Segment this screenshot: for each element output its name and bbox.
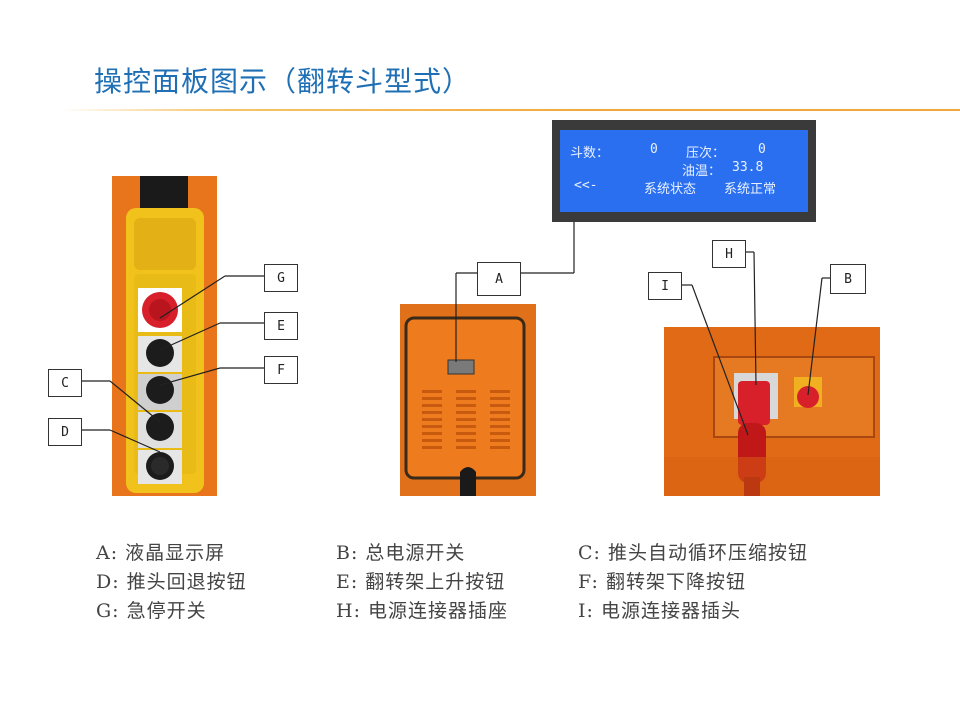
lcd-status-label: 系统状态	[644, 182, 697, 197]
lcd-bucket-value: 0	[650, 142, 658, 157]
lcd-press-label: 压次：	[686, 146, 726, 161]
legend-item-i: I: 电源连接器插头	[578, 600, 741, 622]
callout-e: E	[264, 312, 298, 340]
legend-item-d: D: 推头回退按钮	[96, 571, 247, 593]
control-box-photo	[400, 304, 536, 496]
lcd-oil-temp-label: 油温：	[682, 164, 722, 179]
legend-item-h: H: 电源连接器插座	[336, 600, 509, 622]
legend-row: G: 急停开关 H: 电源连接器插座 I: 电源连接器插头	[96, 596, 916, 625]
lcd-press-value: 0	[758, 142, 766, 157]
callout-g: G	[264, 264, 298, 292]
callout-h: H	[712, 240, 746, 268]
legend-row: A: 液晶显示屏 B: 总电源开关 C: 推头自动循环压缩按钮	[96, 538, 916, 567]
callout-a: A	[477, 262, 521, 296]
legend-item-a: A: 液晶显示屏	[96, 542, 226, 564]
legend-item-g: G: 急停开关	[96, 600, 207, 622]
legend-row: D: 推头回退按钮 E: 翻转架上升按钮 F: 翻转架下降按钮	[96, 567, 916, 596]
lcd-screen: 斗数： 0 压次： 0 油温： 33.8 <<- 系统状态 系统正常	[560, 130, 808, 212]
lcd-status-value: 系统正常	[724, 182, 777, 197]
lcd-bucket-label: 斗数：	[570, 146, 610, 161]
callout-i: I	[648, 272, 682, 300]
legend-item-b: B: 总电源开关	[336, 542, 466, 564]
callout-d: D	[48, 418, 82, 446]
pendant-photo	[112, 176, 217, 496]
lcd-display: 斗数： 0 压次： 0 油温： 33.8 <<- 系统状态 系统正常	[552, 120, 816, 222]
callout-f: F	[264, 356, 298, 384]
legend-item-f: F: 翻转架下降按钮	[578, 571, 746, 593]
lcd-oil-temp-value: 33.8	[732, 160, 764, 175]
title-divider	[60, 109, 960, 111]
legend-item-c: C: 推头自动循环压缩按钮	[578, 542, 808, 564]
power-connector-photo	[664, 327, 880, 496]
callout-b: B	[830, 264, 866, 294]
legend-item-e: E: 翻转架上升按钮	[336, 571, 506, 593]
legend: A: 液晶显示屏 B: 总电源开关 C: 推头自动循环压缩按钮 D: 推头回退按…	[96, 538, 916, 625]
page-title: 操控面板图示（翻转斗型式）	[94, 65, 472, 98]
lcd-back-arrow: <<-	[574, 178, 598, 193]
callout-c: C	[48, 369, 82, 397]
